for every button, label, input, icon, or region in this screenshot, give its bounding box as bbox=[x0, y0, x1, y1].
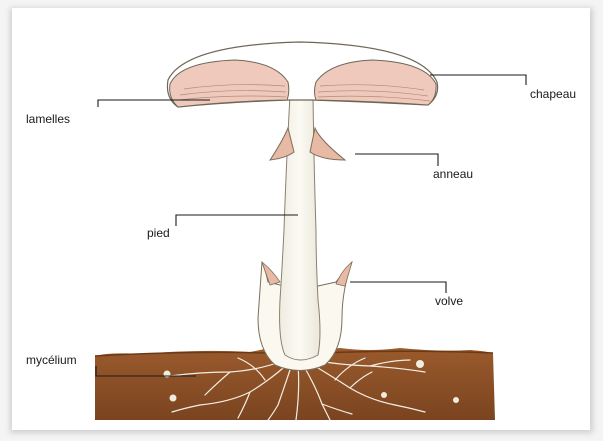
label-anneau: anneau bbox=[433, 167, 473, 181]
label-chapeau: chapeau bbox=[530, 87, 576, 101]
label-lamelles: lamelles bbox=[26, 112, 70, 126]
label-pied: pied bbox=[147, 226, 170, 240]
label-mycelium: mycélium bbox=[26, 353, 77, 367]
label-volve: volve bbox=[435, 294, 463, 308]
